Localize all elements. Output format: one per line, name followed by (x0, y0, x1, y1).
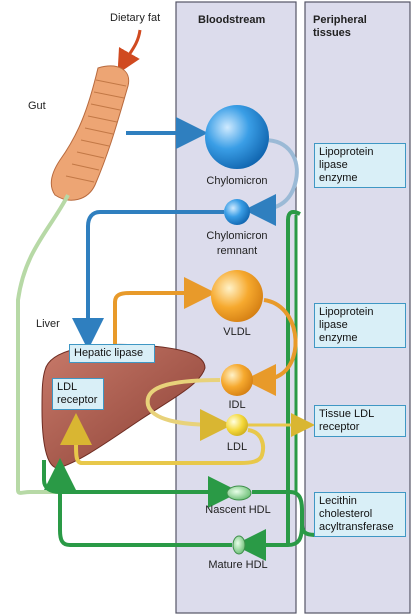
lcat-line-2: cholesterol (319, 508, 401, 521)
lipoprotein-lipase-box-2: Lipoprotein lipase enzyme (314, 303, 406, 348)
mature-hdl-particle (233, 536, 245, 554)
gut-label: Gut (28, 100, 46, 113)
chylomicron-remnant-label-2: remnant (197, 245, 277, 258)
peripheral-tissues-header: Peripheral tissues (313, 14, 383, 40)
ldl-particle (226, 414, 248, 436)
ldl-receptor-line-2: receptor (57, 394, 99, 407)
gut-shape (51, 66, 128, 200)
bloodstream-header: Bloodstream (198, 14, 265, 27)
lpl1-line-3: enzyme (319, 172, 401, 185)
chylomicron-particle (205, 105, 269, 169)
lpl2-line-1: Lipoprotein (319, 306, 401, 319)
vldl-particle (211, 270, 263, 322)
lipoprotein-lipase-box-1: Lipoprotein lipase enzyme (314, 143, 406, 188)
idl-particle (221, 364, 253, 396)
lpl2-line-3: enzyme (319, 332, 401, 345)
lcat-line-1: Lecithin (319, 495, 401, 508)
dietary-fat-label: Dietary fat (110, 12, 160, 25)
lpl2-line-2: lipase (319, 319, 401, 332)
nascent-hdl-label: Nascent HDL (190, 504, 286, 517)
lpl1-line-2: lipase (319, 159, 401, 172)
tissue-ldl-line-2: receptor (319, 421, 401, 434)
chylomicron-remnant-label-1: Chylomicron (197, 230, 277, 243)
vldl-label: VLDL (207, 326, 267, 339)
chylomicron-remnant-particle (224, 199, 250, 225)
lpl1-line-1: Lipoprotein (319, 146, 401, 159)
liver-label: Liver (36, 318, 60, 331)
ldl-label: LDL (207, 441, 267, 454)
lcat-box: Lecithin cholesterol acyltransferase (314, 492, 406, 537)
mature-hdl-label: Mature HDL (190, 559, 286, 572)
tissue-ldl-line-1: Tissue LDL (319, 408, 401, 421)
nascent-hdl-particle (227, 486, 251, 500)
ldl-receptor-line-1: LDL (57, 381, 99, 394)
idl-label: IDL (207, 399, 267, 412)
chylomicron-label: Chylomicron (197, 175, 277, 188)
dietary-fat-arrow (122, 30, 140, 66)
tissue-ldl-receptor-box: Tissue LDL receptor (314, 405, 406, 437)
ldl-receptor-box: LDL receptor (52, 378, 104, 410)
hepatic-lipase-box: Hepatic lipase (69, 344, 155, 363)
lcat-line-3: acyltransferase (319, 521, 401, 534)
